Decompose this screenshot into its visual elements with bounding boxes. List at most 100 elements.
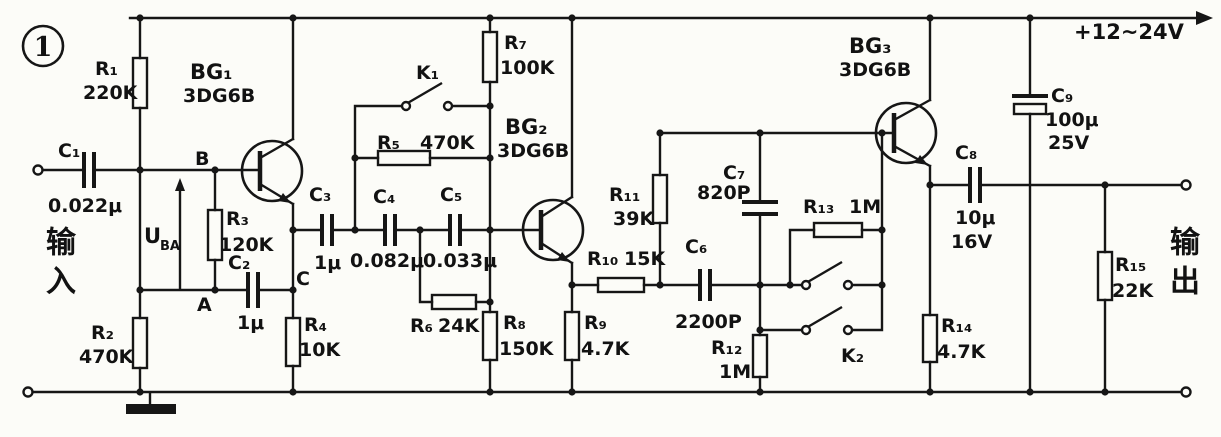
junction-dot bbox=[786, 281, 794, 289]
junction-dot bbox=[136, 388, 144, 396]
resistor-R4: R₄ 10K bbox=[284, 314, 341, 368]
input-terminal bbox=[32, 164, 44, 176]
junction-dot bbox=[756, 129, 764, 137]
junction-dot bbox=[289, 286, 297, 294]
junction-dot bbox=[486, 154, 494, 162]
svg-text:4.7K: 4.7K bbox=[581, 338, 631, 360]
junction-dot bbox=[1101, 181, 1109, 189]
svg-text:R₁₀: R₁₀ bbox=[587, 248, 618, 270]
resistor-R7: R₇ 100K bbox=[481, 30, 556, 84]
junction-dot bbox=[568, 388, 576, 396]
svg-text:K₂: K₂ bbox=[841, 345, 864, 367]
svg-text:220K: 220K bbox=[83, 82, 139, 104]
svg-text:0.082μ: 0.082μ bbox=[350, 250, 424, 272]
junction-dot bbox=[656, 129, 664, 137]
junction-dot bbox=[486, 298, 494, 306]
svg-text:R₈: R₈ bbox=[503, 312, 526, 334]
svg-text:1M: 1M bbox=[719, 361, 751, 383]
svg-text:BG₃: BG₃ bbox=[849, 34, 891, 58]
switch-K1: K₁ bbox=[400, 62, 454, 112]
emitter-arrow-icon bbox=[278, 193, 291, 203]
svg-text:1M: 1M bbox=[849, 196, 881, 218]
junction-dot bbox=[486, 14, 494, 22]
svg-text:C₃: C₃ bbox=[309, 184, 331, 206]
resistor-R3: R₃ 120K bbox=[206, 208, 275, 262]
svg-text:C₆: C₆ bbox=[685, 236, 707, 258]
junction-dot bbox=[136, 166, 144, 174]
svg-text:0.033μ: 0.033μ bbox=[423, 250, 497, 272]
svg-text:BG₁: BG₁ bbox=[190, 60, 232, 84]
svg-text:1μ: 1μ bbox=[237, 312, 264, 334]
emitter-arrow-icon bbox=[557, 252, 570, 262]
resistor-R14: R₁₄ 4.7K bbox=[921, 313, 987, 364]
svg-text:R₁₄: R₁₄ bbox=[941, 315, 972, 337]
junction-dot bbox=[756, 388, 764, 396]
svg-text:1μ: 1μ bbox=[314, 252, 341, 274]
junction-dot bbox=[351, 154, 359, 162]
svg-text:R₁: R₁ bbox=[95, 58, 118, 80]
junction-dot bbox=[1026, 14, 1034, 22]
svg-text:BA: BA bbox=[160, 239, 180, 254]
junction-dot bbox=[211, 286, 219, 294]
svg-text:R₅: R₅ bbox=[377, 132, 400, 154]
resistor-R2: R₂ 470K bbox=[79, 316, 149, 370]
resistor-R8: R₈ 150K bbox=[481, 310, 555, 362]
svg-text:R₇: R₇ bbox=[504, 32, 527, 54]
junction-dot bbox=[351, 226, 359, 234]
junction-dot bbox=[756, 281, 764, 289]
svg-text:39K: 39K bbox=[613, 208, 655, 230]
emitter-arrow-icon bbox=[915, 155, 928, 165]
voltage-uba-annotation: U BA bbox=[144, 178, 185, 290]
node-b-label: B bbox=[195, 148, 209, 170]
svg-text:25V: 25V bbox=[1048, 132, 1089, 154]
svg-text:R₆: R₆ bbox=[410, 315, 433, 337]
resistor-R12: R₁₂ 1M bbox=[711, 333, 769, 383]
capacitor-C8: C₈ 10μ 16V bbox=[951, 142, 995, 253]
resistor-R15: R₁₅ 22K bbox=[1096, 250, 1154, 302]
capacitor-C5: C₅ 0.033μ bbox=[423, 184, 497, 272]
resistor-R5: R₅ 470K bbox=[376, 132, 476, 167]
svg-text:100μ: 100μ bbox=[1045, 109, 1099, 131]
resistor-R11: R₁₁ 39K bbox=[609, 173, 669, 230]
svg-text:16V: 16V bbox=[951, 231, 992, 253]
transistor-BG1: BG₁ 3DG6B bbox=[183, 60, 304, 203]
junction-dot bbox=[289, 226, 297, 234]
capacitor-C3: C₃ 1μ bbox=[309, 184, 341, 274]
junction-dot bbox=[878, 129, 886, 137]
node-c-label: C bbox=[296, 268, 310, 290]
svg-text:150K: 150K bbox=[499, 338, 555, 360]
svg-text:BG₂: BG₂ bbox=[505, 115, 547, 139]
svg-text:3DG6B: 3DG6B bbox=[497, 140, 569, 162]
resistor-R1: R₁ 220K bbox=[83, 56, 149, 110]
capacitor-C7: C₇ 820P bbox=[697, 162, 778, 216]
junction-dot bbox=[926, 181, 934, 189]
svg-text:10K: 10K bbox=[299, 339, 341, 361]
supply-voltage-label: +12~24V bbox=[1074, 20, 1185, 44]
junction-dot bbox=[756, 326, 764, 334]
ground-icon bbox=[126, 404, 176, 414]
circuit-wire-network bbox=[31, 16, 1198, 406]
transistor-BG3: BG₃ 3DG6B bbox=[839, 34, 938, 165]
junction-dot bbox=[486, 226, 494, 234]
capacitor-C6: C₆ 2200P bbox=[675, 236, 742, 333]
junction-dot bbox=[926, 14, 934, 22]
capacitor-C9: C₉ 100μ 25V bbox=[1012, 85, 1099, 154]
resistor-R13: R₁₃ 1M bbox=[803, 196, 881, 239]
resistor-R6: R₆ 24K bbox=[410, 293, 480, 337]
junction-dot bbox=[136, 14, 144, 22]
junction-dot bbox=[1026, 388, 1034, 396]
junction-dot bbox=[211, 166, 219, 174]
junction-dot bbox=[568, 281, 576, 289]
svg-text:820P: 820P bbox=[697, 182, 751, 204]
junction-dot bbox=[416, 226, 424, 234]
svg-text:22K: 22K bbox=[1112, 280, 1154, 302]
svg-text:4.7K: 4.7K bbox=[937, 341, 987, 363]
svg-text:15K: 15K bbox=[624, 248, 666, 270]
supply-arrow-icon bbox=[1196, 11, 1213, 25]
junction-dot bbox=[878, 281, 886, 289]
svg-text:120K: 120K bbox=[219, 234, 275, 256]
junction-dot bbox=[656, 281, 664, 289]
svg-text:U: U bbox=[144, 224, 161, 248]
junction-dot bbox=[1101, 388, 1109, 396]
